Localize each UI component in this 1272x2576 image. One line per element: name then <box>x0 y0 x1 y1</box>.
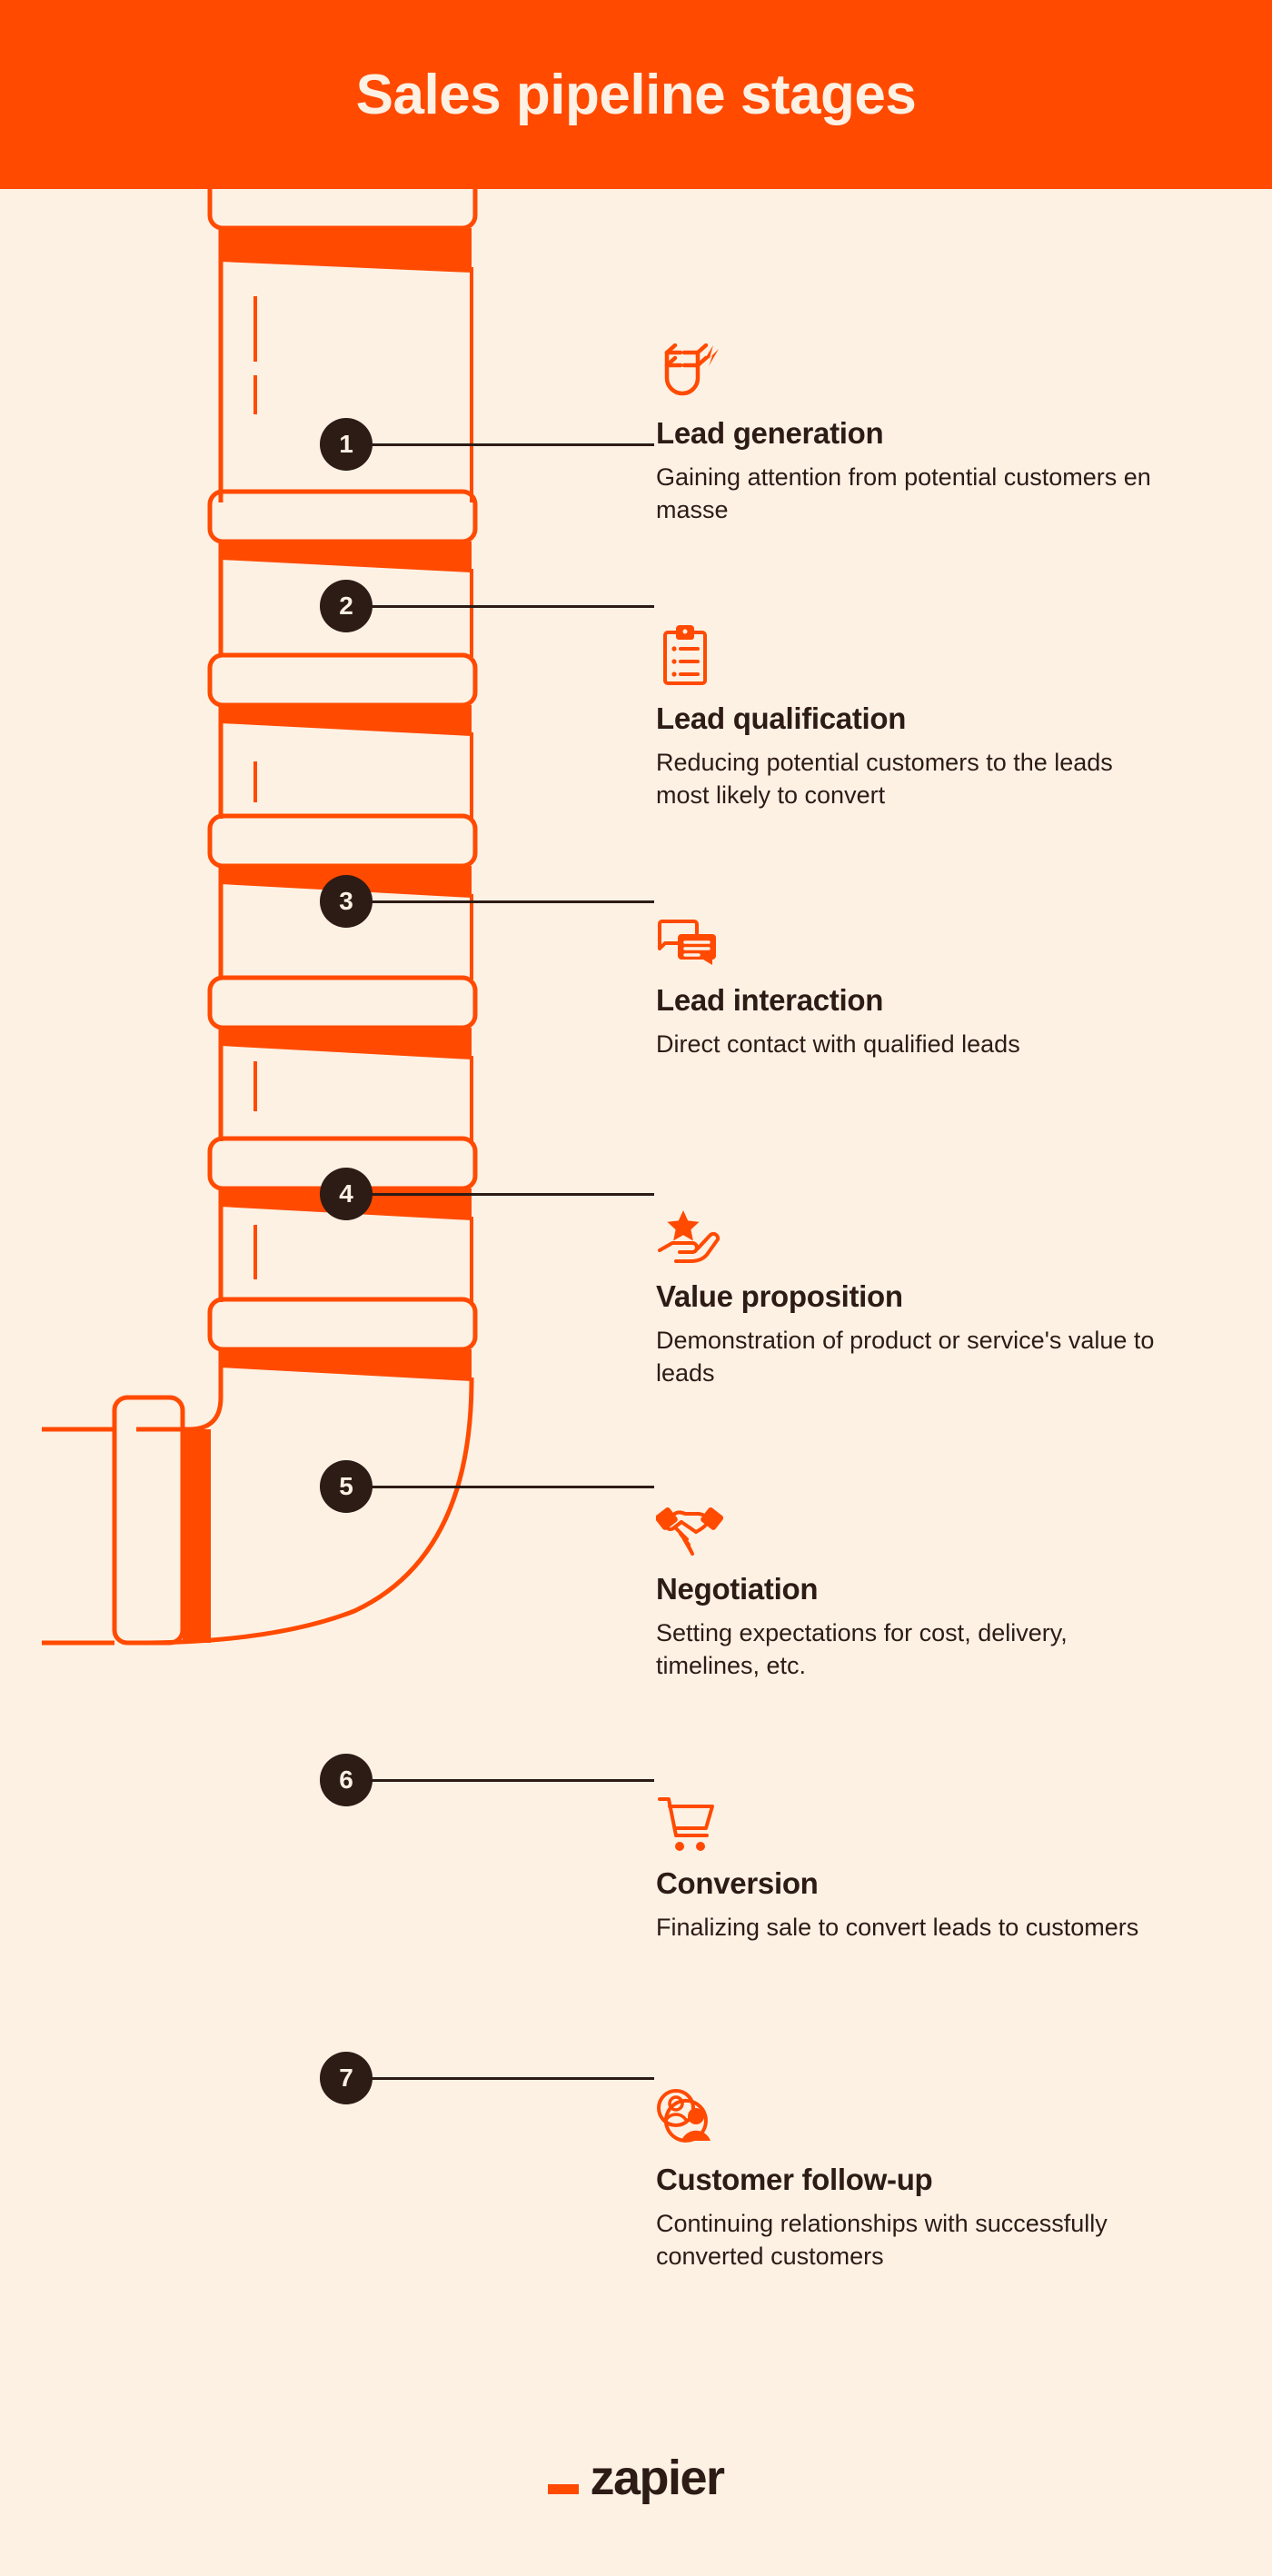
stage-item-2: Lead qualification Reducing potential cu… <box>656 623 1165 811</box>
pipe-band <box>221 1349 472 1381</box>
stage-desc-1: Gaining attention from potential custome… <box>656 462 1151 523</box>
shopping-cart-icon <box>658 1797 714 1851</box>
pipe-collar <box>207 489 478 544</box>
stage-badge-5[interactable]: 5 <box>320 1460 373 1513</box>
pipe-collar <box>207 813 478 869</box>
stage-item-5: Negotiation Setting expectations for cos… <box>656 1497 1165 1682</box>
pipeline-illustration: 1 2 3 4 5 6 7 Lead generation Gaining at… <box>0 189 1272 2576</box>
stage-title-1: Lead generation <box>656 416 884 450</box>
customers-icon <box>657 2089 711 2143</box>
page-header: Sales pipeline stages <box>0 0 1272 189</box>
stage-title-2: Lead qualification <box>656 701 907 735</box>
pipe-graphic <box>42 189 478 1646</box>
pipe-elbow-outer <box>135 1378 474 1646</box>
stage-badge-4[interactable]: 4 <box>320 1168 373 1220</box>
stage-desc-3: Direct contact with qualified leads <box>656 1029 1020 1058</box>
chat-bubbles-icon <box>658 920 716 965</box>
stage-badge-6[interactable]: 6 <box>320 1754 373 1806</box>
stage-item-1: Lead generation Gaining attention from p… <box>656 343 1165 526</box>
stage-title-7: Customer follow-up <box>656 2163 933 2196</box>
stage-title-3: Lead interaction <box>656 983 884 1017</box>
stage-badge-7[interactable]: 7 <box>320 2052 373 2104</box>
pipe-collar <box>207 975 478 1030</box>
stage-badge-1[interactable]: 1 <box>320 418 373 471</box>
stage-desc-5: Setting expectations for cost, delivery,… <box>656 1618 1068 1679</box>
connector-line-1 <box>363 443 654 446</box>
pipe-collar <box>207 652 478 708</box>
logo-wordmark: zapier <box>590 2451 725 2505</box>
stage-badge-3[interactable]: 3 <box>320 875 373 928</box>
stage-item-6: Conversion Finalizing sale to convert le… <box>656 1794 1165 1944</box>
stage-desc-6: Finalizing sale to convert leads to cust… <box>656 1913 1139 1941</box>
connector-line-7 <box>363 2077 654 2080</box>
pipe-band <box>183 1429 211 1643</box>
connector-line-6 <box>363 1779 654 1782</box>
pipe-band <box>221 1028 472 1059</box>
stage-desc-4: Demonstration of product or service's va… <box>656 1326 1155 1387</box>
pipe-end-flange <box>112 1395 185 1646</box>
stage-desc-2: Reducing potential customers to the lead… <box>656 748 1113 809</box>
connector-line-3 <box>363 900 654 903</box>
stage-title-6: Conversion <box>656 1866 819 1900</box>
pipe-collar <box>207 1297 478 1352</box>
stage-item-4: Value proposition Demonstration of produ… <box>656 1208 1165 1389</box>
pipe-band <box>221 705 472 736</box>
zapier-logo: zapier <box>0 2453 1272 2502</box>
connector-line-4 <box>363 1193 654 1196</box>
stage-badge-2[interactable]: 2 <box>320 580 373 632</box>
clipboard-checklist-icon <box>663 625 707 685</box>
stage-title-5: Negotiation <box>656 1572 819 1606</box>
logo-dash-icon <box>548 2484 580 2494</box>
stage-item-7: Customer follow-up Continuing relationsh… <box>656 2088 1165 2273</box>
pipe-band <box>221 542 472 572</box>
hand-star-icon <box>658 1210 720 1263</box>
magnet-icon <box>664 343 719 396</box>
page-title: Sales pipeline stages <box>355 63 917 126</box>
pipe-band <box>221 228 472 273</box>
connector-line-5 <box>363 1486 654 1488</box>
stage-item-3: Lead interaction Direct contact with qua… <box>656 916 1165 1061</box>
stage-title-4: Value proposition <box>656 1279 903 1313</box>
connector-line-2 <box>363 605 654 608</box>
stage-desc-7: Continuing relationships with successful… <box>656 2209 1108 2270</box>
pipe-elbow-inner <box>136 1349 224 1432</box>
handshake-icon <box>656 1507 723 1556</box>
pipe-collar <box>207 189 478 231</box>
